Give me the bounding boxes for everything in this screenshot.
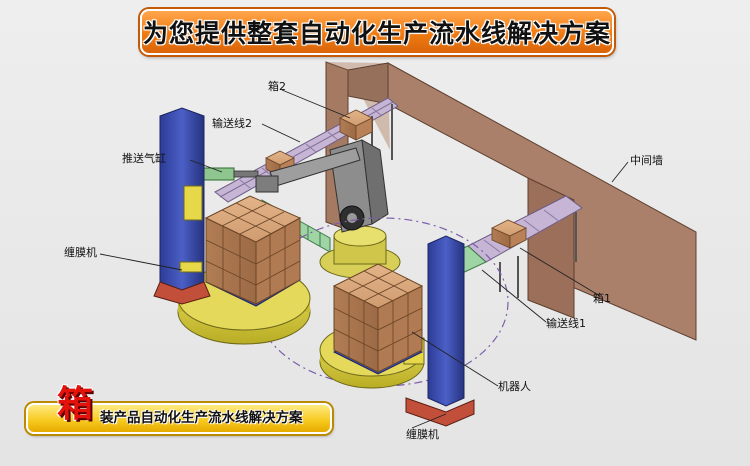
subtitle-text: 装产品自动化生产流水线解决方案 [100,410,303,426]
box-2 [339,109,373,141]
label-conveyor-1: 输送线1 [546,317,586,330]
pallet-stack-left [204,195,302,307]
title-banner: 为您提供整套自动化生产流水线解决方案 [140,9,614,55]
label-push-cylinder: 推送气缸 [122,152,166,165]
page-title: 为您提供整套自动化生产流水线解决方案 [142,19,611,48]
label-box-1: 箱1 [593,292,611,305]
label-robot: 机器人 [498,380,531,393]
palletizing-robot [255,139,401,279]
emphasis-character: 箱 [57,384,94,425]
box-1 [491,219,527,249]
label-middle-wall: 中间墙 [630,154,663,167]
subtitle-banner [26,403,332,434]
label-wrapping-machine-bottom: 缠膜机 [406,428,439,441]
label-box-2: 箱2 [268,80,286,93]
label-wrapping-machine-left: 缠膜机 [64,246,97,259]
leader-lines [99,89,629,429]
pallet-stack-right [332,263,424,375]
label-conveyor-2: 输送线2 [212,117,252,130]
